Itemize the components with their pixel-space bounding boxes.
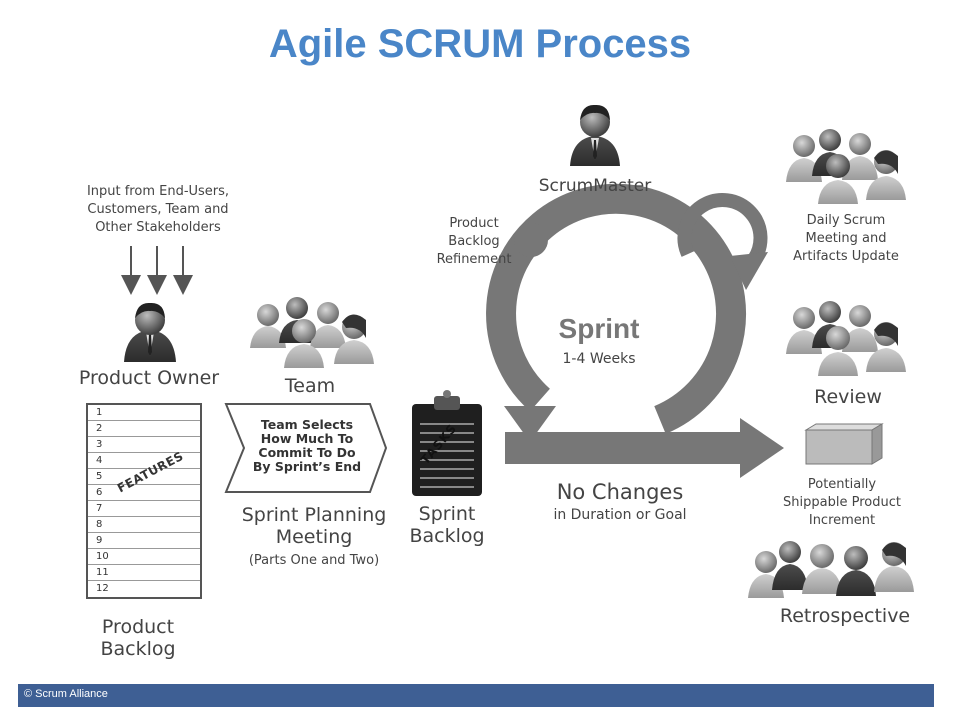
product-owner-label: Product Owner	[78, 367, 220, 389]
planning-chevron	[224, 403, 388, 493]
backlog-item: 2	[88, 421, 200, 437]
product-owner-icon	[124, 302, 176, 362]
input-stakeholders-text: Input from End-Users, Customers, Team an…	[86, 184, 230, 235]
team-label: Team	[284, 375, 336, 397]
increment-label: Potentially Shippable Product Increment	[783, 477, 901, 528]
no-changes-subtitle: in Duration or Goal	[553, 507, 687, 523]
backlog-item: 10	[88, 549, 200, 565]
sprint-label: Sprint	[558, 313, 640, 344]
daily-scrum-label: Daily Scrum Meeting and Artifacts Update	[793, 213, 899, 264]
product-backlog-label: Product Backlog	[100, 616, 176, 660]
review-group-icon	[786, 301, 906, 376]
refinement-label: Product Backlog Refinement	[436, 216, 512, 267]
footer-copyright: © Scrum Alliance	[24, 688, 108, 700]
team-group-icon	[250, 297, 374, 368]
retrospective-group-icon	[748, 541, 914, 598]
daily-scrum-group-icon	[786, 129, 906, 204]
page-title: Agile SCRUM Process	[268, 22, 692, 66]
backlog-item: 4	[88, 453, 200, 469]
sprint-duration: 1-4 Weeks	[562, 351, 636, 367]
scrummaster-label: ScrumMaster	[538, 176, 652, 196]
backlog-item: 9	[88, 533, 200, 549]
review-label: Review	[814, 386, 882, 408]
backlog-item: 3	[88, 437, 200, 453]
backlog-item: 7	[88, 501, 200, 517]
no-changes-label: No Changes	[556, 480, 684, 504]
sprint-planning-label: Sprint Planning Meeting	[241, 504, 387, 548]
sprint-planning-subtitle: (Parts One and Two)	[248, 553, 380, 568]
sprint-backlog-label: Sprint Backlog	[409, 503, 485, 547]
sprint-cycle	[486, 183, 784, 478]
backlog-item: 8	[88, 517, 200, 533]
planning-box-text: Team Selects How Much To Commit To Do By…	[252, 417, 362, 474]
product-backlog-list: 1 2 3 4 5 6 7 8 9 10 11 12	[86, 403, 202, 599]
backlog-item: 6	[88, 485, 200, 501]
backlog-item: 1	[88, 405, 200, 421]
input-arrows	[121, 246, 193, 295]
backlog-item: 11	[88, 565, 200, 581]
increment-box-icon	[804, 423, 884, 465]
scrummaster-icon	[570, 104, 620, 166]
retrospective-label: Retrospective	[779, 605, 911, 627]
backlog-item: 12	[96, 583, 109, 594]
backlog-item: 5	[88, 469, 200, 485]
sprint-backlog-clipboard-icon	[412, 390, 482, 496]
footer-bar	[18, 684, 934, 707]
